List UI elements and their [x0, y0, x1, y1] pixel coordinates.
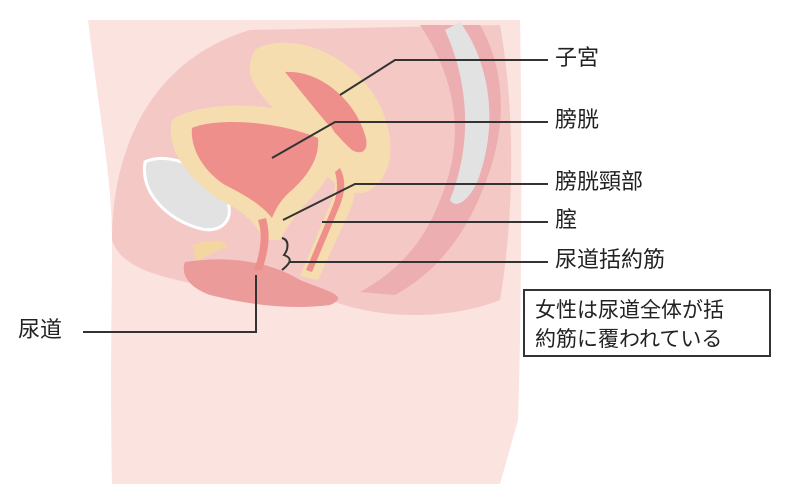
- label-bladder-neck: 膀胱頸部: [555, 170, 644, 195]
- leader-bladder-neck: [282, 183, 548, 221]
- uterus-body: [250, 42, 391, 194]
- sacrum-bone: [445, 22, 490, 204]
- leader-urethra: [83, 275, 257, 333]
- label-bladder: 膀胱: [555, 108, 600, 133]
- label-vagina: 腟: [555, 208, 578, 233]
- sphincter-brace: [281, 237, 291, 271]
- bladder-lumen: [191, 122, 319, 218]
- leader-lines: [83, 59, 548, 333]
- fat-pad: [193, 240, 228, 262]
- label-urethral-sphincter: 尿道括約筋: [555, 248, 666, 273]
- perineum: [183, 259, 339, 307]
- note-line-1: 女性は尿道全体が括: [535, 298, 724, 322]
- leader-bladder: [271, 121, 548, 159]
- note-line-2: 約筋に覆われている: [535, 327, 723, 351]
- uterus-cavity: [285, 71, 367, 153]
- urethra-tube: [254, 218, 269, 270]
- label-uterus: 子宮: [555, 46, 600, 71]
- label-urethra: 尿道: [18, 318, 63, 343]
- note-box: 女性は尿道全体が括 約筋に覆われている: [523, 289, 771, 357]
- leader-uterus: [339, 59, 548, 96]
